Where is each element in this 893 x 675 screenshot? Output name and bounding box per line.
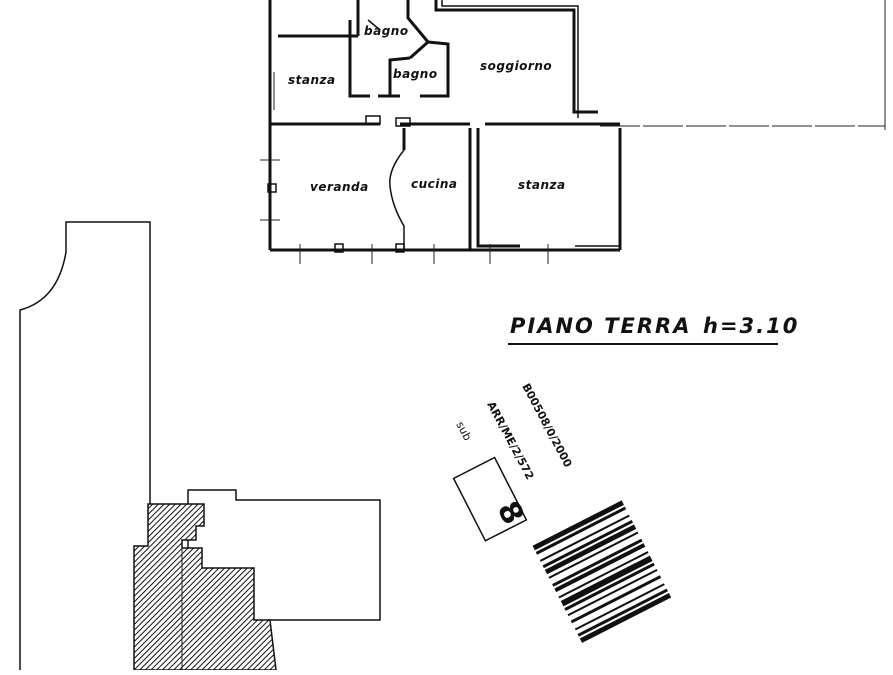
barcode-bar (552, 538, 643, 587)
barcode-bar (560, 555, 653, 607)
wall-soggiorno-inner (441, 0, 579, 118)
stamp-sub-label: sub (453, 419, 474, 442)
room-label-soggiorno: soggiorno (480, 59, 552, 73)
barcode-bar (554, 543, 646, 593)
plot-boundary (19, 221, 151, 670)
registry-stamp-texts: B00508/0/2000 ARR/ME/2/572 sub 8 (452, 381, 575, 542)
wall-bagno2-right (420, 40, 450, 98)
barcode-bar (579, 593, 672, 643)
room-label-cucina: cucina (411, 177, 458, 191)
barcode-bar (539, 514, 630, 562)
building-hatched-area (133, 503, 277, 671)
room-label-veranda: veranda (310, 180, 369, 194)
wall-stanza-left (476, 128, 520, 248)
barcode-bar (567, 568, 658, 617)
site-plan (19, 221, 381, 671)
wall-soggiorno-top (434, 0, 598, 114)
barcode-bar (574, 583, 665, 631)
building-outline (187, 489, 381, 670)
room-label-bagno-small: bagno (393, 67, 438, 81)
column-left (267, 183, 277, 193)
barcode-bar (532, 500, 624, 551)
stamp-code: B00508/0/2000 (519, 381, 574, 469)
column-1 (334, 243, 344, 253)
apartment-plan: bagno bagno soggiorno stanza veranda cuc… (260, 0, 886, 264)
cucina-curved-wall (389, 149, 405, 250)
room-label-stanza-right: stanza (518, 178, 566, 192)
wall-bagno-left (348, 20, 370, 98)
barcode-bar (564, 562, 655, 611)
barcode-bar (544, 524, 637, 575)
room-label-bagno: bagno (364, 24, 409, 38)
barcode-bar (558, 551, 649, 599)
floor-name: PIANO TERRA (510, 314, 691, 338)
stamp-ref: ARR/ME/2/572 (484, 399, 536, 482)
barcode-bar (577, 588, 668, 637)
wall-bagno2 (388, 56, 411, 96)
barcode-bar (542, 519, 634, 569)
stamp-sub-box (452, 456, 528, 542)
barcode-bar (548, 531, 639, 579)
sub-box-frame (452, 456, 528, 542)
door-jamb (395, 117, 411, 127)
bagno-door-line (367, 19, 381, 31)
column-2 (395, 243, 405, 253)
floor-height: h=3.10 (703, 314, 799, 338)
barcode (532, 500, 672, 643)
wall-bagno-diag (406, 0, 431, 60)
floor-title: PIANO TERRA h=3.10 (508, 314, 799, 345)
stamp-sub-number: 8 (490, 496, 531, 531)
barcode-bar (570, 575, 662, 624)
room-label-stanza-left: stanza (288, 73, 336, 87)
door-jamb-2 (365, 115, 381, 125)
barcode-bar (535, 506, 627, 555)
